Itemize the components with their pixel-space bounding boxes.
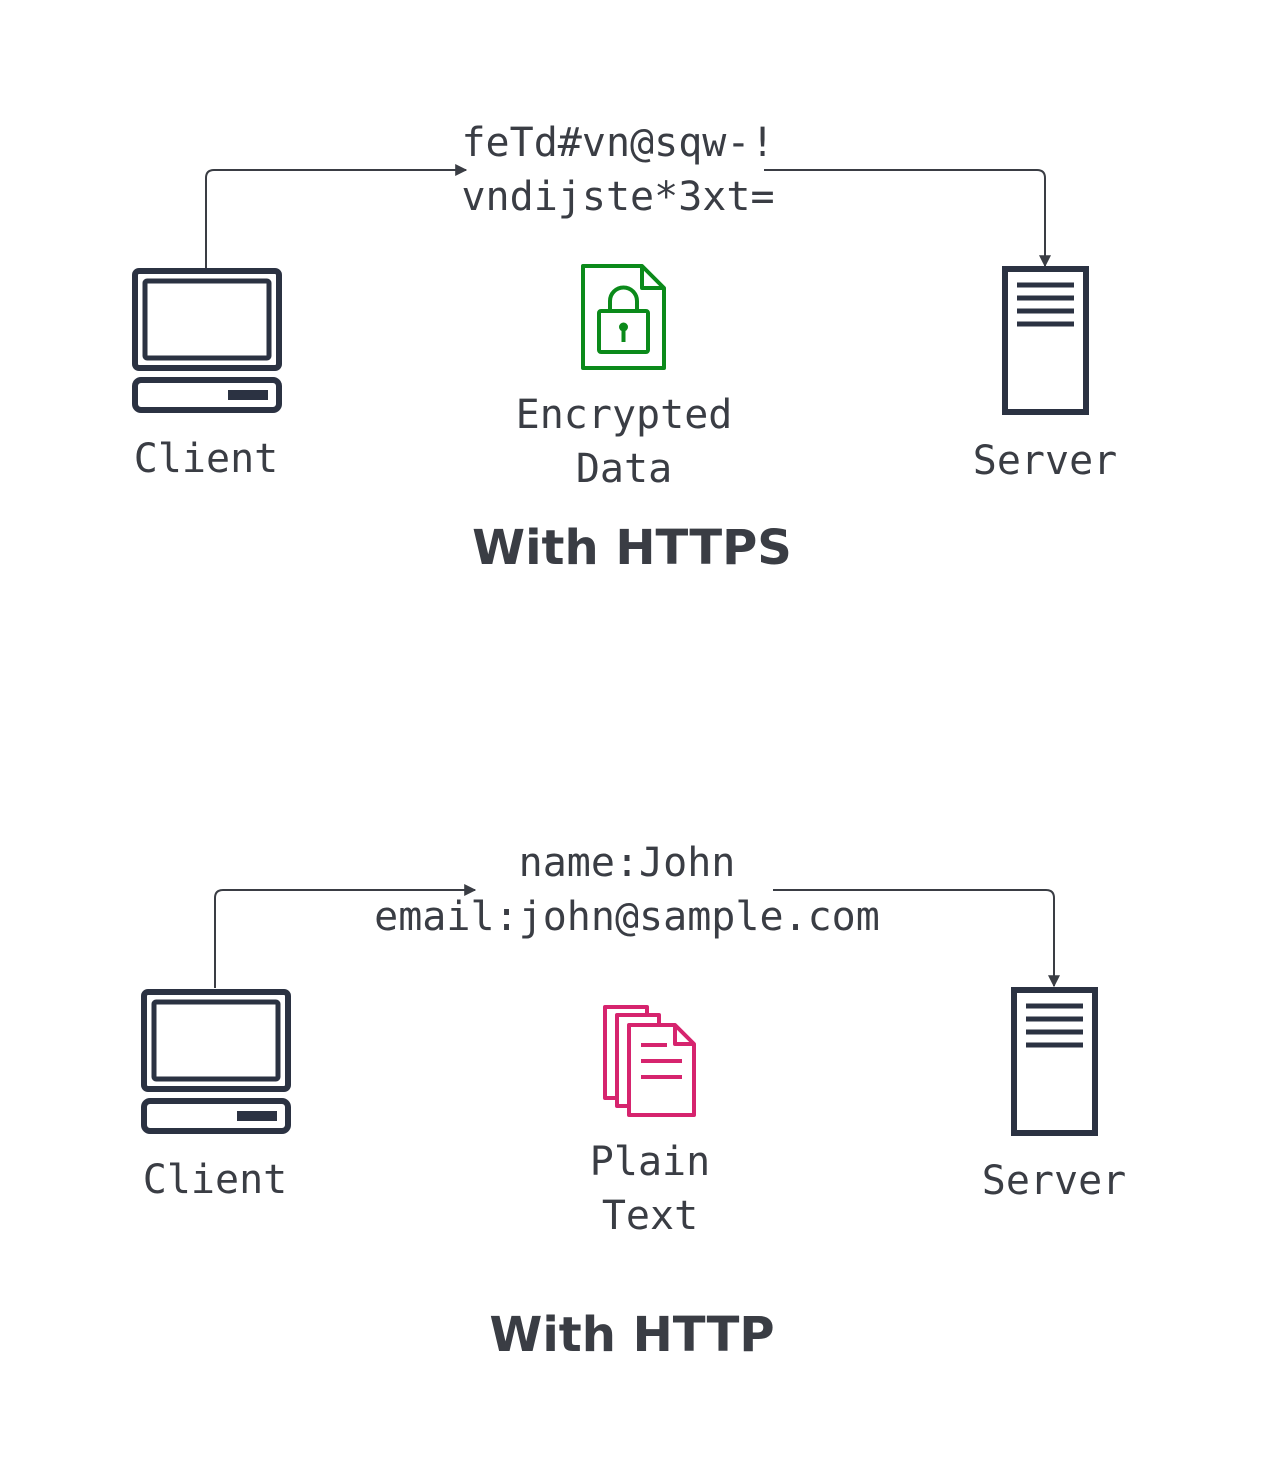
https-client-label: Client — [134, 436, 279, 482]
http-data-label-line-1: Plain — [590, 1139, 710, 1185]
http-payload-line-1: name:John — [519, 840, 736, 886]
locked-file-icon — [581, 264, 666, 370]
http-section-title: With HTTP — [489, 1307, 774, 1363]
client-to-payload-connector — [214, 884, 477, 988]
http-section: name:John email:john@sample.com Client P… — [141, 840, 1127, 1363]
documents-icon — [603, 1005, 696, 1117]
payload-to-server-connector — [773, 889, 1060, 988]
client-to-payload-connector — [205, 164, 468, 268]
https-section-title: With HTTPS — [472, 520, 792, 576]
http-server-label: Server — [982, 1158, 1127, 1204]
server-icon — [1011, 987, 1098, 1136]
payload-to-server-connector — [764, 169, 1051, 268]
https-section: feTd#vn@sqw-! vndijste*3xt= Client Encry… — [132, 120, 1118, 576]
https-payload-line-2: vndijste*3xt= — [461, 174, 774, 220]
http-payload-line-2: email:john@sample.com — [374, 894, 880, 940]
computer-icon — [141, 989, 291, 1134]
server-icon — [1002, 266, 1089, 415]
https-server-label: Server — [973, 438, 1118, 484]
http-client-label: Client — [143, 1157, 288, 1203]
https-data-label-line-2: Data — [576, 446, 672, 492]
http-data-label-line-2: Text — [602, 1193, 698, 1239]
https-data-label-line-1: Encrypted — [516, 392, 733, 438]
computer-icon — [132, 268, 282, 413]
https-payload-line-1: feTd#vn@sqw-! — [461, 120, 774, 166]
